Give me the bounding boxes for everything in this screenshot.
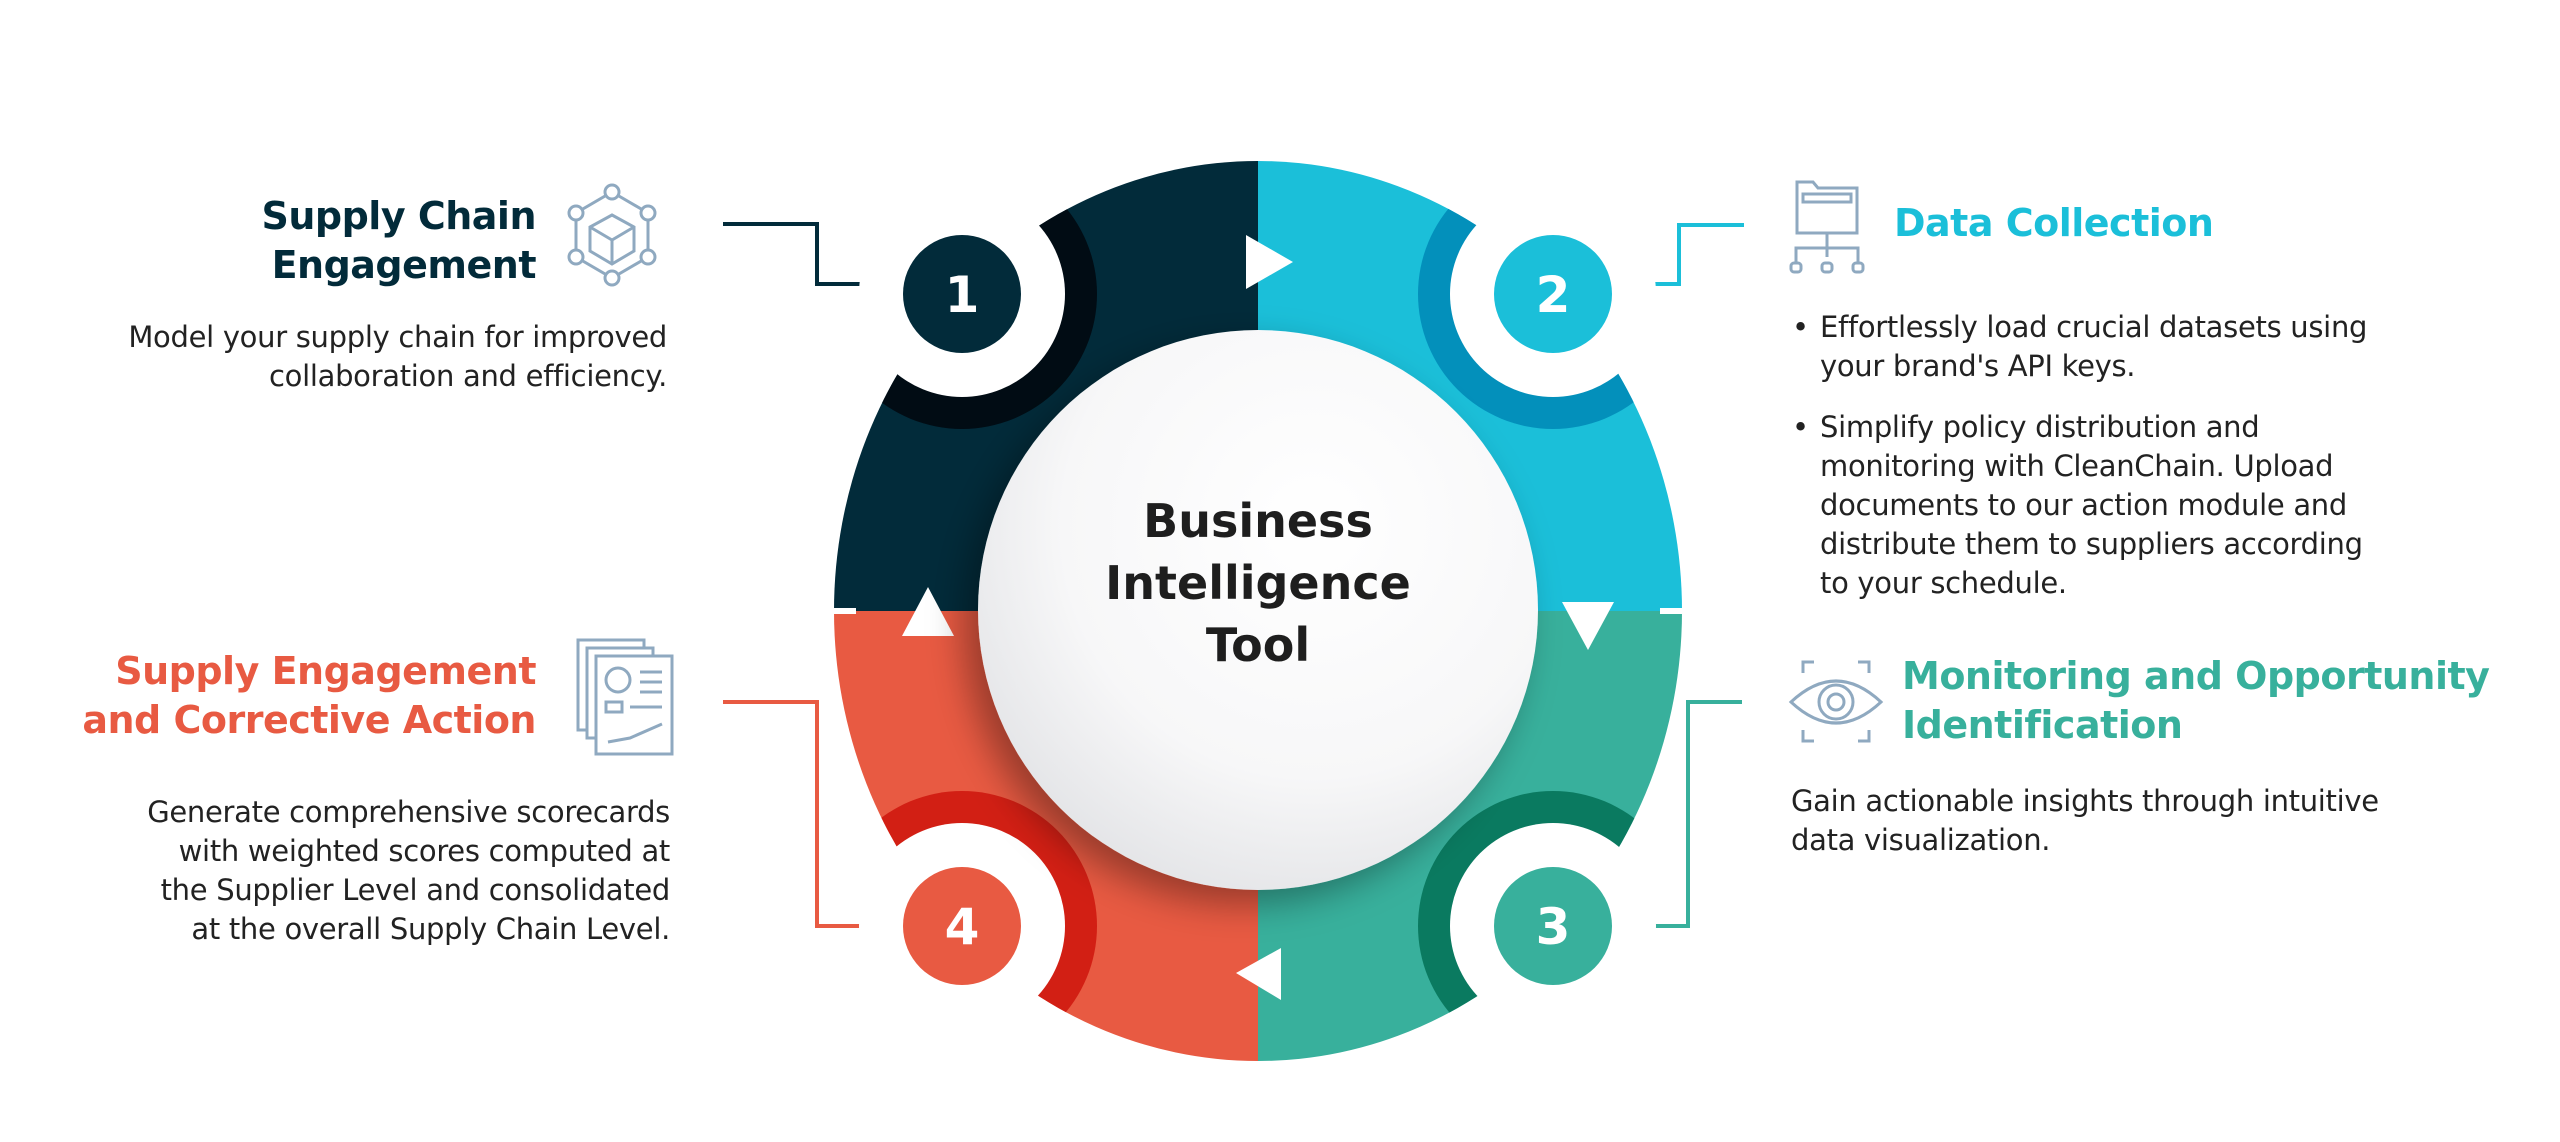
description-line: collaboration and efficiency. (269, 359, 667, 393)
svg-text:3: 3 (1536, 898, 1571, 956)
title-line: Supply Engagement (115, 649, 536, 693)
description-line: at the overall Supply Chain Level. (191, 912, 670, 946)
step-badge-4[interactable]: 4 (903, 867, 1021, 985)
step-3-title: Monitoring and Opportunity Identificatio… (1902, 652, 2490, 750)
description-line: the Supplier Level and consolidated (160, 873, 671, 907)
description-line: Generate comprehensive scorecards (147, 795, 670, 829)
center-circle (978, 330, 1538, 890)
step-2-bullets: Effortlessly load crucial datasets using… (1790, 308, 2380, 625)
network-cube-icon (567, 183, 657, 287)
svg-text:2: 2 (1536, 266, 1571, 324)
title-line: Monitoring and Opportunity (1902, 654, 2490, 698)
step-3-description: Gain actionable insights through intuiti… (1791, 782, 2379, 860)
step-badge-3[interactable]: 3 (1494, 867, 1612, 985)
step-4-title: Supply Engagement and Corrective Action (82, 647, 536, 745)
step-2-title: Data Collection (1894, 199, 2214, 248)
title-line: Engagement (271, 243, 537, 287)
step-4-description: Generate comprehensive scorecards with w… (147, 793, 670, 949)
title-line: Data Collection (1894, 201, 2214, 245)
step-badge-1[interactable]: 1 (903, 235, 1021, 353)
folder-network-icon (1789, 180, 1865, 274)
step-badge-2[interactable]: 2 (1494, 235, 1612, 353)
description-line: Gain actionable insights through intuiti… (1791, 784, 2379, 818)
arrow-up-icon (902, 587, 954, 636)
title-line: and Corrective Action (82, 698, 536, 742)
bullet-item: Simplify policy distribution and monitor… (1790, 408, 2380, 603)
title-line: Identification (1902, 703, 2183, 747)
bullet-item: Effortlessly load crucial datasets using… (1790, 308, 2380, 386)
center-title-line: Business (1143, 494, 1373, 548)
center-title-line: Intelligence (1105, 556, 1411, 610)
svg-text:1: 1 (945, 266, 980, 324)
svg-text:4: 4 (945, 898, 980, 956)
description-line: data visualization. (1791, 823, 2051, 857)
description-line: Model your supply chain for improved (128, 320, 667, 354)
eye-scan-icon (1788, 660, 1884, 743)
step-1-title: Supply Chain Engagement (261, 192, 536, 290)
arrow-down-icon (1562, 602, 1614, 650)
description-line: with weighted scores computed at (178, 834, 671, 868)
center-title: Business Intelligence Tool (1058, 490, 1458, 676)
title-line: Supply Chain (261, 194, 536, 238)
step-1-description: Model your supply chain for improved col… (128, 318, 667, 396)
center-title-line: Tool (1205, 618, 1311, 672)
arrow-left-icon (1236, 948, 1281, 1000)
report-document-icon (576, 638, 674, 756)
arrow-right-icon (1246, 235, 1293, 289)
